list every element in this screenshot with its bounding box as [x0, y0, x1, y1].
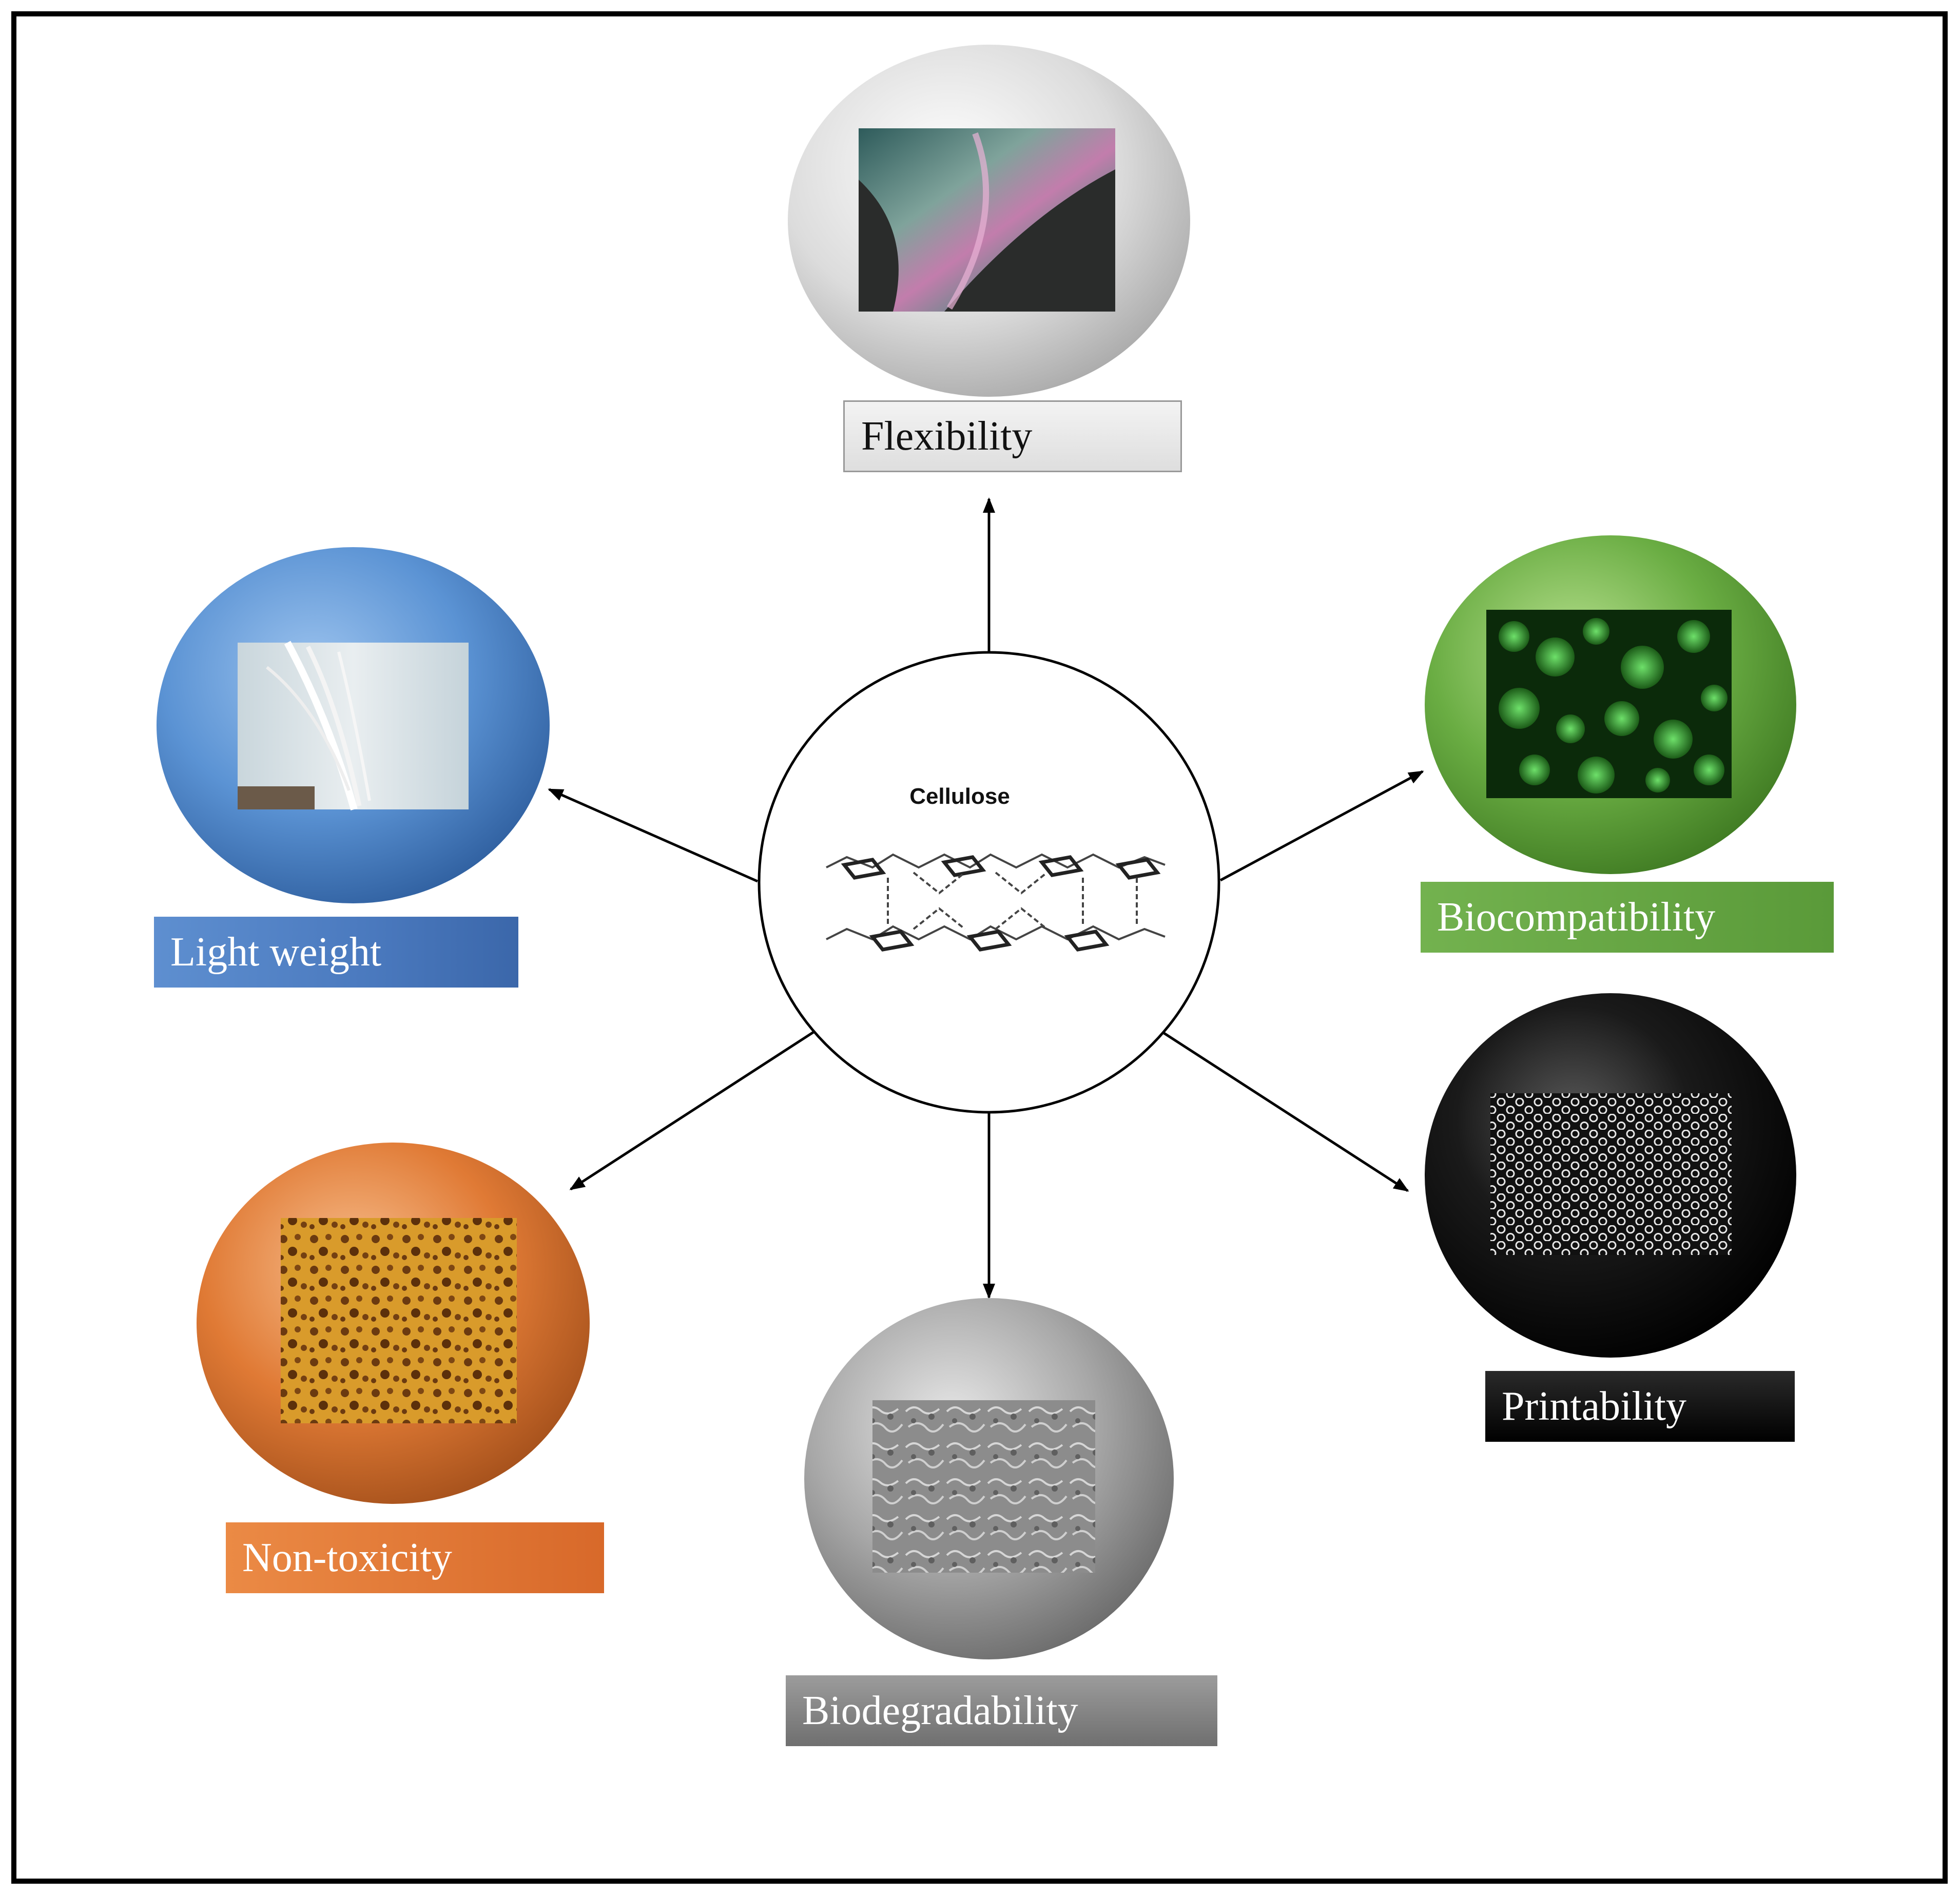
- label-non-toxicity: Non-toxicity: [226, 1522, 604, 1593]
- cellulose-center-node: Cellulose: [758, 651, 1220, 1114]
- label-light-weight: Light weight: [154, 917, 518, 988]
- center-title: Cellulose: [909, 784, 1010, 809]
- sem-surface-image: [872, 1400, 1095, 1573]
- label-biodegradability: Biodegradability: [786, 1675, 1217, 1746]
- biodegradability-node: [804, 1298, 1174, 1659]
- arrow-to-light-weight: [548, 788, 759, 883]
- arrow-to-non-toxicity: [569, 1024, 825, 1191]
- hexagonal-mesh-image: [1490, 1093, 1732, 1255]
- connector-arrows: [548, 497, 1424, 1299]
- printability-node: [1425, 993, 1796, 1358]
- arrow-to-printability: [1151, 1024, 1409, 1192]
- biocompatibility-node: [1425, 535, 1796, 874]
- light-weight-node: [157, 547, 550, 903]
- flexibility-node: [788, 45, 1190, 397]
- non-toxicity-node: [197, 1143, 590, 1504]
- flexible-film-image: [859, 128, 1115, 312]
- feather-image: [238, 641, 469, 810]
- label-flexibility: Flexibility: [843, 400, 1182, 472]
- cellulose-structure-icon: [802, 821, 1176, 978]
- label-printability: Printability: [1485, 1371, 1795, 1442]
- fluorescent-cells-image: [1486, 610, 1732, 798]
- arrow-to-biocompatibility: [1219, 770, 1424, 882]
- porous-material-image: [281, 1218, 517, 1423]
- label-biocompatibility: Biocompatibility: [1421, 882, 1834, 953]
